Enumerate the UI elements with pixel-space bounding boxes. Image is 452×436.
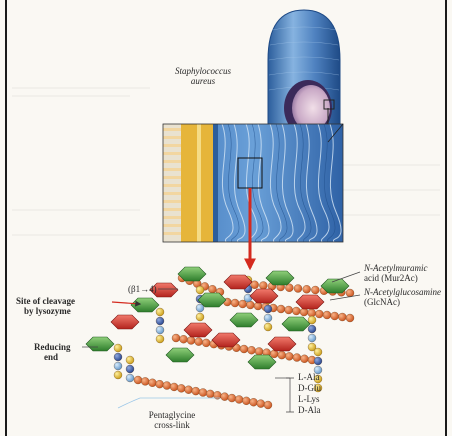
- glycine-residue: [187, 336, 195, 344]
- ala-residue: [156, 308, 164, 316]
- bacterium-cell: [268, 10, 340, 142]
- cleavage-site-label-line2: by lysozyme: [24, 306, 71, 316]
- murnac-label-line2: acid (Mur2Ac): [364, 273, 418, 283]
- pentaglycine-label-line1: Pentaglycine: [132, 410, 212, 420]
- glycine-residue: [346, 314, 354, 322]
- glycine-residue: [134, 376, 142, 384]
- ala-residue: [196, 313, 204, 321]
- organism-name-line2: aureus: [168, 76, 238, 86]
- glycine-residue: [259, 282, 267, 290]
- glycine-residue: [315, 310, 323, 318]
- glycine-residue: [240, 345, 248, 353]
- glu-residue: [264, 305, 272, 313]
- glycine-residue: [208, 285, 216, 293]
- lys-residue: [156, 326, 164, 334]
- cleavage-site-label-line1: Site of cleavage: [16, 296, 75, 306]
- glycine-residue: [177, 384, 185, 392]
- glycine-residue: [277, 305, 285, 313]
- glycine-residue: [202, 339, 210, 347]
- residue-label-1: L-Ala: [298, 372, 320, 382]
- glcnac-sugar: [131, 298, 159, 312]
- reducing-end-label-line1: Reducing: [34, 342, 71, 352]
- glycine-residue: [293, 354, 301, 362]
- glycine-residue: [235, 395, 243, 403]
- glcnac-sugar: [282, 317, 310, 331]
- lys-residue: [308, 334, 316, 342]
- glycine-residue: [338, 313, 346, 321]
- pentaglycine-label-line2: cross-link: [132, 420, 212, 430]
- glycine-residue: [228, 394, 236, 402]
- glu-residue: [114, 353, 122, 361]
- reducing-end-label-line2: end: [44, 352, 58, 362]
- glycine-residue: [221, 393, 229, 401]
- glycine-residue: [264, 401, 272, 409]
- glycine-residue: [206, 390, 214, 398]
- glycine-residue: [195, 338, 203, 346]
- glycine-residue: [300, 355, 308, 363]
- murnac-sugar: [111, 315, 139, 329]
- glycine-residue: [192, 387, 200, 395]
- glycine-residue: [242, 397, 250, 405]
- ala-residue: [196, 286, 204, 294]
- glcnac-sugar: [86, 337, 114, 351]
- glycine-residue: [170, 383, 178, 391]
- glycine-residue: [199, 389, 207, 397]
- glycine-residue: [323, 311, 331, 319]
- murnac-sugar: [268, 337, 296, 351]
- murnac-sugar: [296, 295, 324, 309]
- glycine-residue: [231, 299, 239, 307]
- glycine-residue: [331, 312, 339, 320]
- glycine-residue: [148, 379, 156, 387]
- glu-residue: [308, 325, 316, 333]
- ala-residue: [314, 348, 322, 356]
- glycine-residue: [172, 334, 180, 342]
- glycine-residue: [257, 400, 265, 408]
- glycine-residue: [246, 301, 254, 309]
- glycine-residue: [346, 289, 354, 297]
- glycine-residue: [311, 286, 319, 294]
- ala-residue: [114, 344, 122, 352]
- residue-label-2: D-Glu: [298, 383, 321, 393]
- glcnac-label-line1: N-Acetylglucosamine: [364, 287, 441, 297]
- glycine-residue: [141, 377, 149, 385]
- glu-residue: [314, 357, 322, 365]
- glycine-residue: [248, 346, 256, 354]
- glcnac-sugar: [166, 348, 194, 362]
- glycine-residue: [163, 382, 171, 390]
- beta-linkage-label: (β1→4): [128, 284, 157, 294]
- cell-wall-cross-section: [163, 124, 343, 242]
- glycine-residue: [308, 309, 316, 317]
- glu-residue: [156, 317, 164, 325]
- glycine-residue: [185, 386, 193, 394]
- ala-residue: [114, 371, 122, 379]
- organism-name-line1: Staphylococcus: [168, 66, 238, 76]
- glycine-residue: [294, 285, 302, 293]
- lys-residue: [114, 362, 122, 370]
- glycine-residue: [292, 307, 300, 315]
- lys-residue: [126, 374, 134, 382]
- glycine-residue: [250, 398, 258, 406]
- glu-residue: [126, 365, 134, 373]
- residue-label-4: D-Ala: [298, 405, 321, 415]
- glycine-residue: [278, 351, 286, 359]
- glcnac-label-line2: (GlcNAc): [364, 297, 400, 307]
- ala-residue: [126, 356, 134, 364]
- glycine-residue: [180, 335, 188, 343]
- ala-residue: [264, 323, 272, 331]
- glycine-residue: [285, 352, 293, 360]
- ala-residue: [156, 335, 164, 343]
- residue-label-3: L-Lys: [298, 394, 320, 404]
- murnac-sugar: [250, 289, 278, 303]
- glcnac-sugar: [230, 313, 258, 327]
- murnac-label-line1: N-Acetylmuramic: [364, 263, 427, 273]
- glycine-residue: [303, 285, 311, 293]
- glycine-residue: [255, 347, 263, 355]
- glycine-residue: [285, 306, 293, 314]
- lys-residue: [264, 314, 272, 322]
- murnac-sugar: [184, 323, 212, 337]
- glycine-residue: [156, 380, 164, 388]
